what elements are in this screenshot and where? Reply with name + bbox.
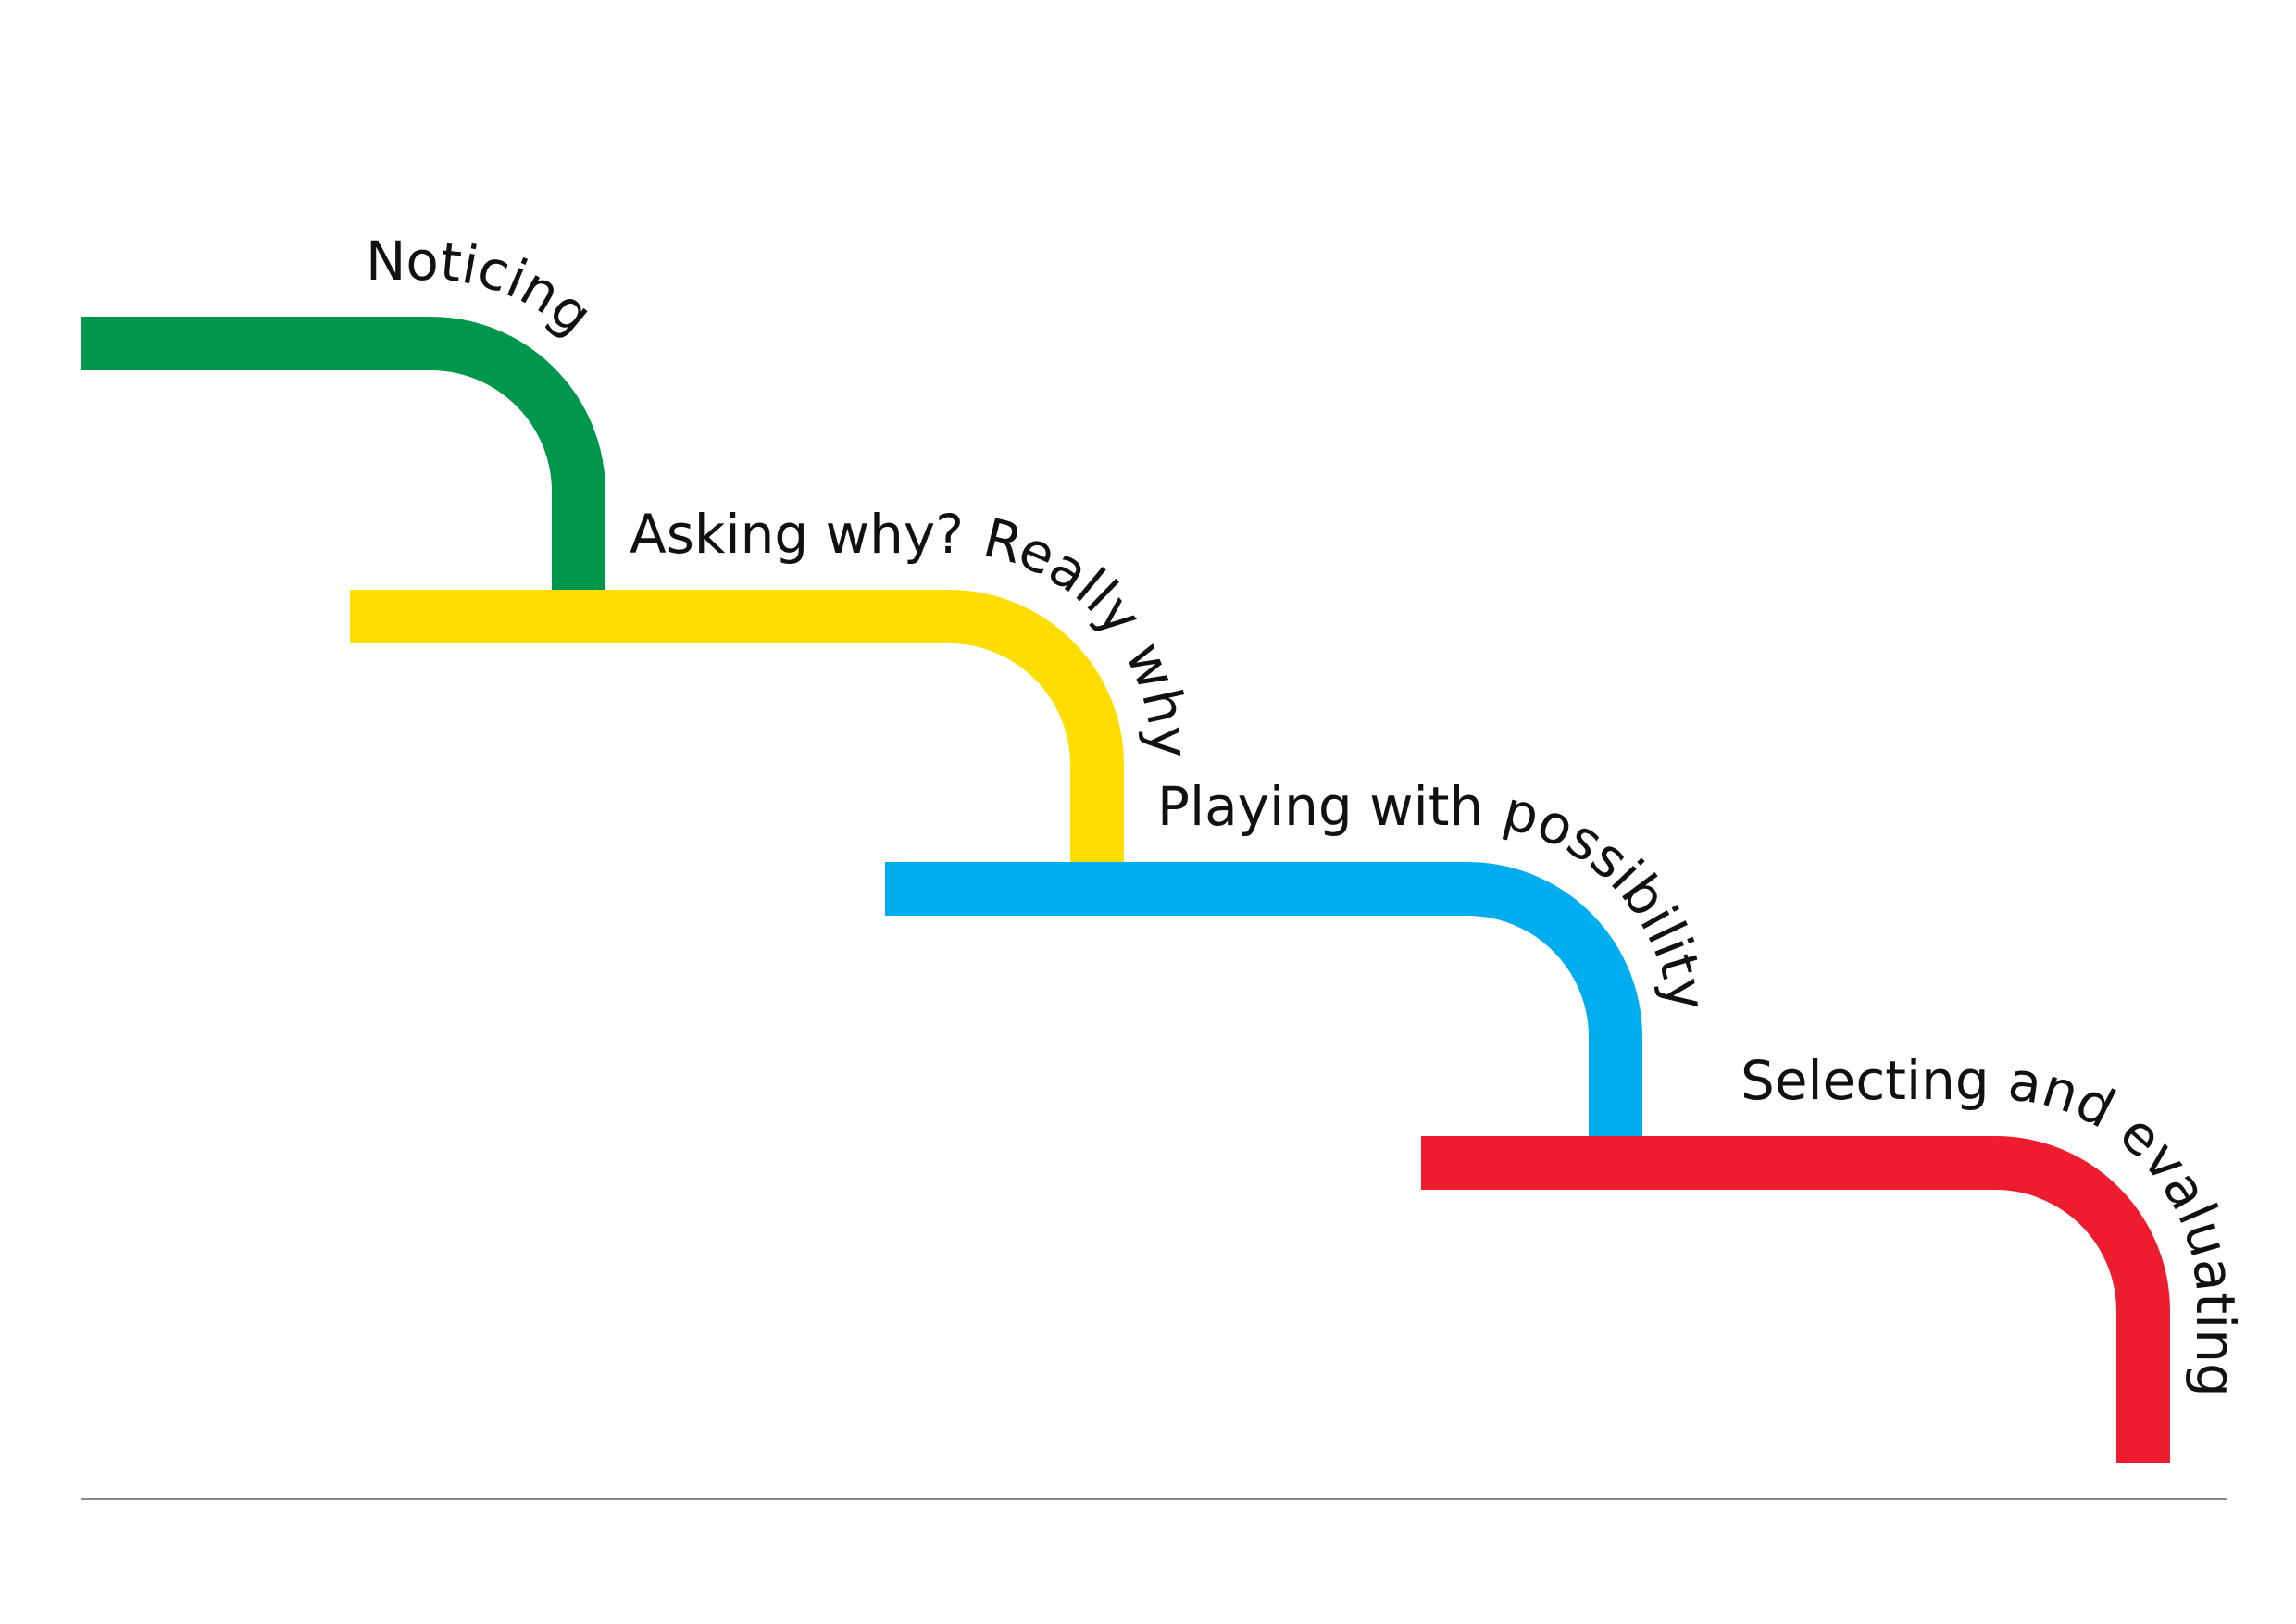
step-band-selecting-and-evaluating xyxy=(1421,1136,2170,1463)
step-band-asking-why xyxy=(350,590,1124,866)
step-band-playing-with-possibility xyxy=(885,862,1642,1137)
step-band-noticing xyxy=(81,317,605,593)
step-label-selecting-and-evaluating: Selecting and evaluating xyxy=(1741,1049,2247,1397)
